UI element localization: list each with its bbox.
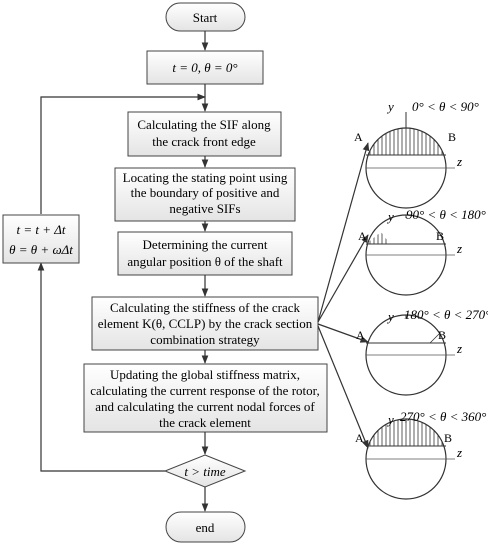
section-1: y z A B 0° < θ < 90° (354, 99, 479, 209)
end-terminal (165, 511, 246, 543)
time-update-box (2, 214, 80, 264)
section-2-crack-area (366, 232, 390, 244)
time-update-line-2: θ = θ + ωΔt (9, 242, 73, 257)
section-4-range: 270° < θ < 360° (400, 409, 486, 424)
section-4-b-label: B (444, 431, 452, 445)
update-matrix-box (83, 363, 328, 433)
section-1-crack-area (366, 128, 446, 155)
section-2: y z A B 90° < θ < 180° (358, 207, 486, 296)
stiffness-line-3: combination strategy (150, 332, 260, 347)
section-2-z-label: z (456, 241, 462, 256)
section-4: y z A B 270° < θ < 360° (355, 409, 486, 500)
section-1-range: 0° < θ < 90° (412, 99, 479, 114)
init-label: t = 0, θ = 0° (172, 60, 237, 75)
stiffness-line-1: Calculating the stiffness of the crack (110, 300, 301, 315)
locating-line-1: Locating the stating point using (123, 170, 288, 185)
section-2-b-label: B (436, 229, 444, 243)
section-3-crack-tip (429, 332, 441, 344)
section-2-a-label: A (358, 229, 367, 243)
section-1-z-label: z (456, 154, 462, 169)
section-3-z-label: z (456, 341, 462, 356)
update-line-3: and calculating the current nodal forces… (95, 399, 315, 414)
sif-line-2: the crack front edge (152, 134, 256, 149)
time-update-line-1: t = t + Δt (16, 222, 65, 237)
section-3-b-label: B (438, 328, 446, 342)
locating-box (114, 167, 296, 222)
section-1-b-label: B (448, 130, 456, 144)
section-3-y-label: y (386, 309, 394, 324)
stiffness-line-2: element K(θ, CCLP) by the crack section (98, 316, 313, 331)
section-1-a-label: A (354, 130, 363, 144)
end-label: end (196, 520, 215, 535)
sif-line-1: Calculating the SIF along (137, 117, 271, 132)
section-1-y-label: y (386, 99, 394, 114)
update-line-2: calculating the current response of the … (90, 383, 319, 398)
section-2-range: 90° < θ < 180° (406, 207, 486, 222)
update-line-1: Updating the global stiffness matrix, (110, 367, 300, 382)
angular-line-2: angular position θ of the shaft (127, 254, 283, 269)
section-4-y-label: y (386, 412, 394, 427)
section-3-a-label: A (356, 328, 365, 342)
locating-line-3: negative SIFs (169, 201, 240, 216)
update-line-4: the crack element (159, 415, 251, 430)
angular-line-1: Determining the current (143, 237, 268, 252)
arrow-to-section-4 (317, 325, 369, 449)
loop-line-up (37, 262, 165, 472)
section-3-range: 180° < θ < 270° (404, 307, 488, 322)
start-label: Start (193, 10, 218, 25)
stiffness-box (91, 296, 319, 351)
init-box (146, 50, 264, 85)
section-3: y z A B 180° < θ < 270° (356, 307, 488, 396)
section-4-a-label: A (355, 431, 364, 445)
section-2-y-label: y (386, 209, 394, 224)
decision-label: t > time (184, 464, 225, 479)
arrow-to-section-1 (317, 142, 370, 323)
section-4-z-label: z (456, 445, 462, 460)
locating-line-2: the boundary of positive and (131, 185, 280, 200)
arrow-to-section-3 (317, 323, 369, 343)
angular-box (117, 231, 293, 276)
arrow-to-section-2 (317, 234, 369, 323)
loop-line-to-sif (40, 93, 206, 214)
